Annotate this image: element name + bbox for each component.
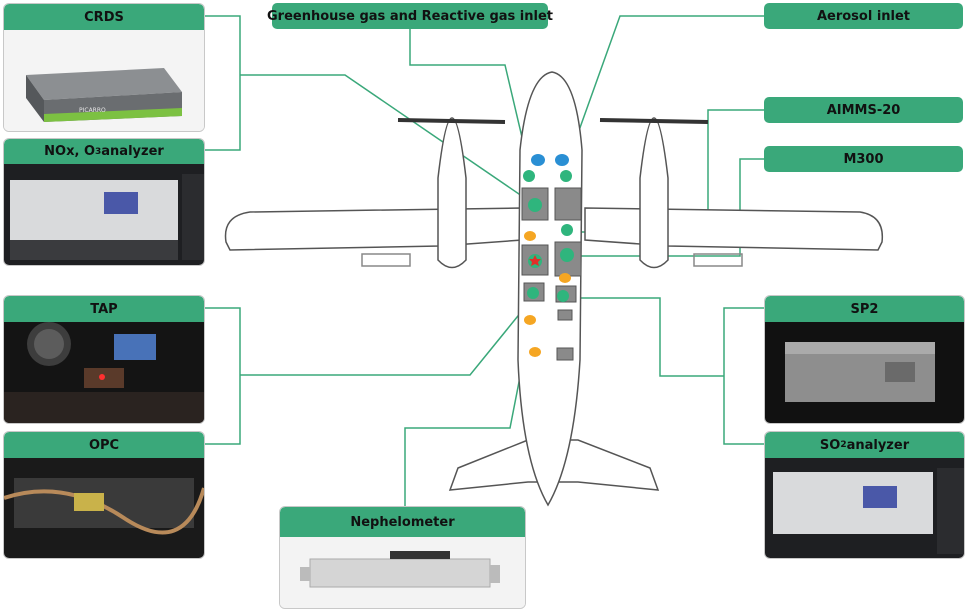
instrument-dot-2 [560,170,572,182]
right-nacelle [639,117,669,269]
left-propeller [397,118,506,124]
aimms-label: AIMMS-20 [764,97,963,123]
markers [523,154,574,357]
nox-o3-photo [4,164,204,265]
connector-lines [204,15,766,508]
m300-label: M300 [764,146,963,172]
nox-o3-label-tail: analyzer [101,144,164,159]
nox-o3-instrument-image [10,174,204,260]
line-tap-opc-to-plane [240,294,536,376]
rack-8 [556,347,574,361]
gas-inlet-dot-left [531,154,545,166]
so2-photo [765,458,964,558]
rack-7 [557,309,573,321]
sp2-box: SP2 [764,295,965,424]
aerosol-inlet-label-text: Aerosol inlet [816,8,911,24]
line-tap-opc [204,307,241,445]
nephelometer-instrument-image [300,551,500,588]
line-sp2-so2 [723,307,766,445]
line-aerosol-inlet [571,15,766,151]
line-crds-nox [240,74,536,206]
tap-label-text: TAP [90,301,118,317]
sp2-instrument-image [785,342,935,402]
so2-label-text: SO [819,437,841,453]
left-nacelle [437,117,467,269]
tap-label: TAP [4,296,204,322]
sp2-label-text: SP2 [850,301,879,317]
crds-instrument-image: PICARRO [26,68,182,122]
seat-dot-3 [524,315,536,325]
seat-dot-4 [529,347,541,357]
flap-left [361,253,411,267]
instrument-dot-6 [527,287,539,299]
opc-label: OPC [4,432,204,458]
right-wing [584,207,884,251]
instrument-dot-7 [557,290,569,302]
opc-photo [4,458,204,558]
line-gas-inlet [409,28,526,151]
nox-o3-sub: 3 [95,146,102,157]
tap-instrument-image [4,322,204,423]
line-sp2-so2-to-plane [566,297,724,377]
left-wing [224,207,523,251]
tap-box: TAP [3,295,205,424]
seat-dot-2 [559,273,571,283]
crds-label-text: CRDS [84,9,124,25]
m300-label-text: M300 [843,151,884,167]
line-crds [204,15,241,151]
tap-photo [4,322,204,423]
sp2-photo [765,322,964,423]
aimms-label-text: AIMMS-20 [826,102,901,118]
crds-box: PICARRO CRDS [3,3,205,132]
instrument-dot-3 [528,198,542,212]
nephelometer-label-text: Nephelometer [350,514,455,530]
aerosol-inlet-label: Aerosol inlet [764,3,963,29]
equipment-racks [521,187,582,361]
instrument-dot-5 [560,248,574,262]
crds-label: CRDS [4,4,204,30]
nephelometer-photo [280,537,525,608]
gas-inlet-label-text: Greenhouse gas and Reactive gas inlet [266,8,554,24]
instrument-dot-1 [523,170,535,182]
star-marker [529,255,541,266]
gas-inlet-label: Greenhouse gas and Reactive gas inlet [267,3,553,29]
instrument-dot-4 [561,224,573,236]
so2-label-tail: analyzer [846,437,910,453]
nephelometer-label: Nephelometer [280,507,525,537]
flap-right [693,253,743,267]
crds-brand-text: PICARRO [79,107,106,114]
gas-inlet-dot-right [555,154,569,166]
rack-2 [554,187,582,221]
opc-label-text: OPC [88,437,120,453]
right-propeller [599,118,709,124]
opc-box: OPC [3,431,205,559]
nephelometer-box: Nephelometer [279,506,526,609]
so2-sub: 2 [840,440,847,450]
sp2-label: SP2 [765,296,964,322]
opc-instrument-image [4,478,204,535]
nox-o3-label-text: NOx, O [44,144,96,159]
so2-instrument-image [773,468,964,554]
crds-photo: PICARRO [4,30,204,131]
seat-dot-1 [524,231,536,241]
